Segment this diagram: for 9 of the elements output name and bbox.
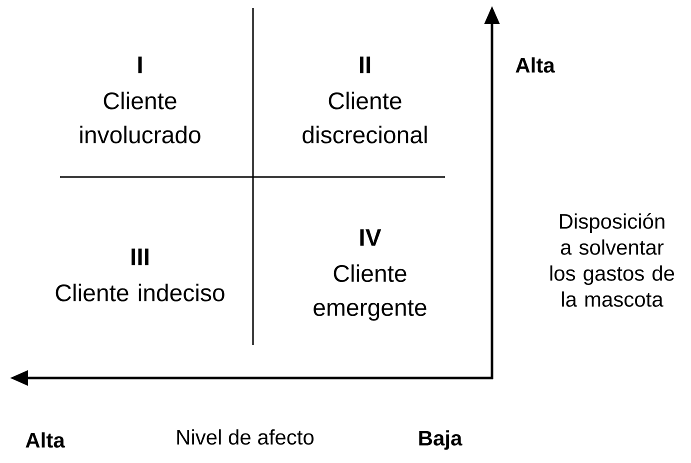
quadrant-label: IV Cliente emergente [314,229,426,321]
axis-label: Nivel de afecto [177,429,314,445]
axis-label: Alta [516,57,555,73]
quadrant-label: I Cliente involucrado [80,56,200,144]
axis-label: Baja [419,430,462,450]
quadrant-label: II Cliente discrecional [302,56,427,144]
axis-label: Alta [26,432,65,448]
quadrant-label: III Cliente indeciso [56,248,224,302]
axis-label: Disposición a solventar los gastos de la mascota [550,213,674,307]
